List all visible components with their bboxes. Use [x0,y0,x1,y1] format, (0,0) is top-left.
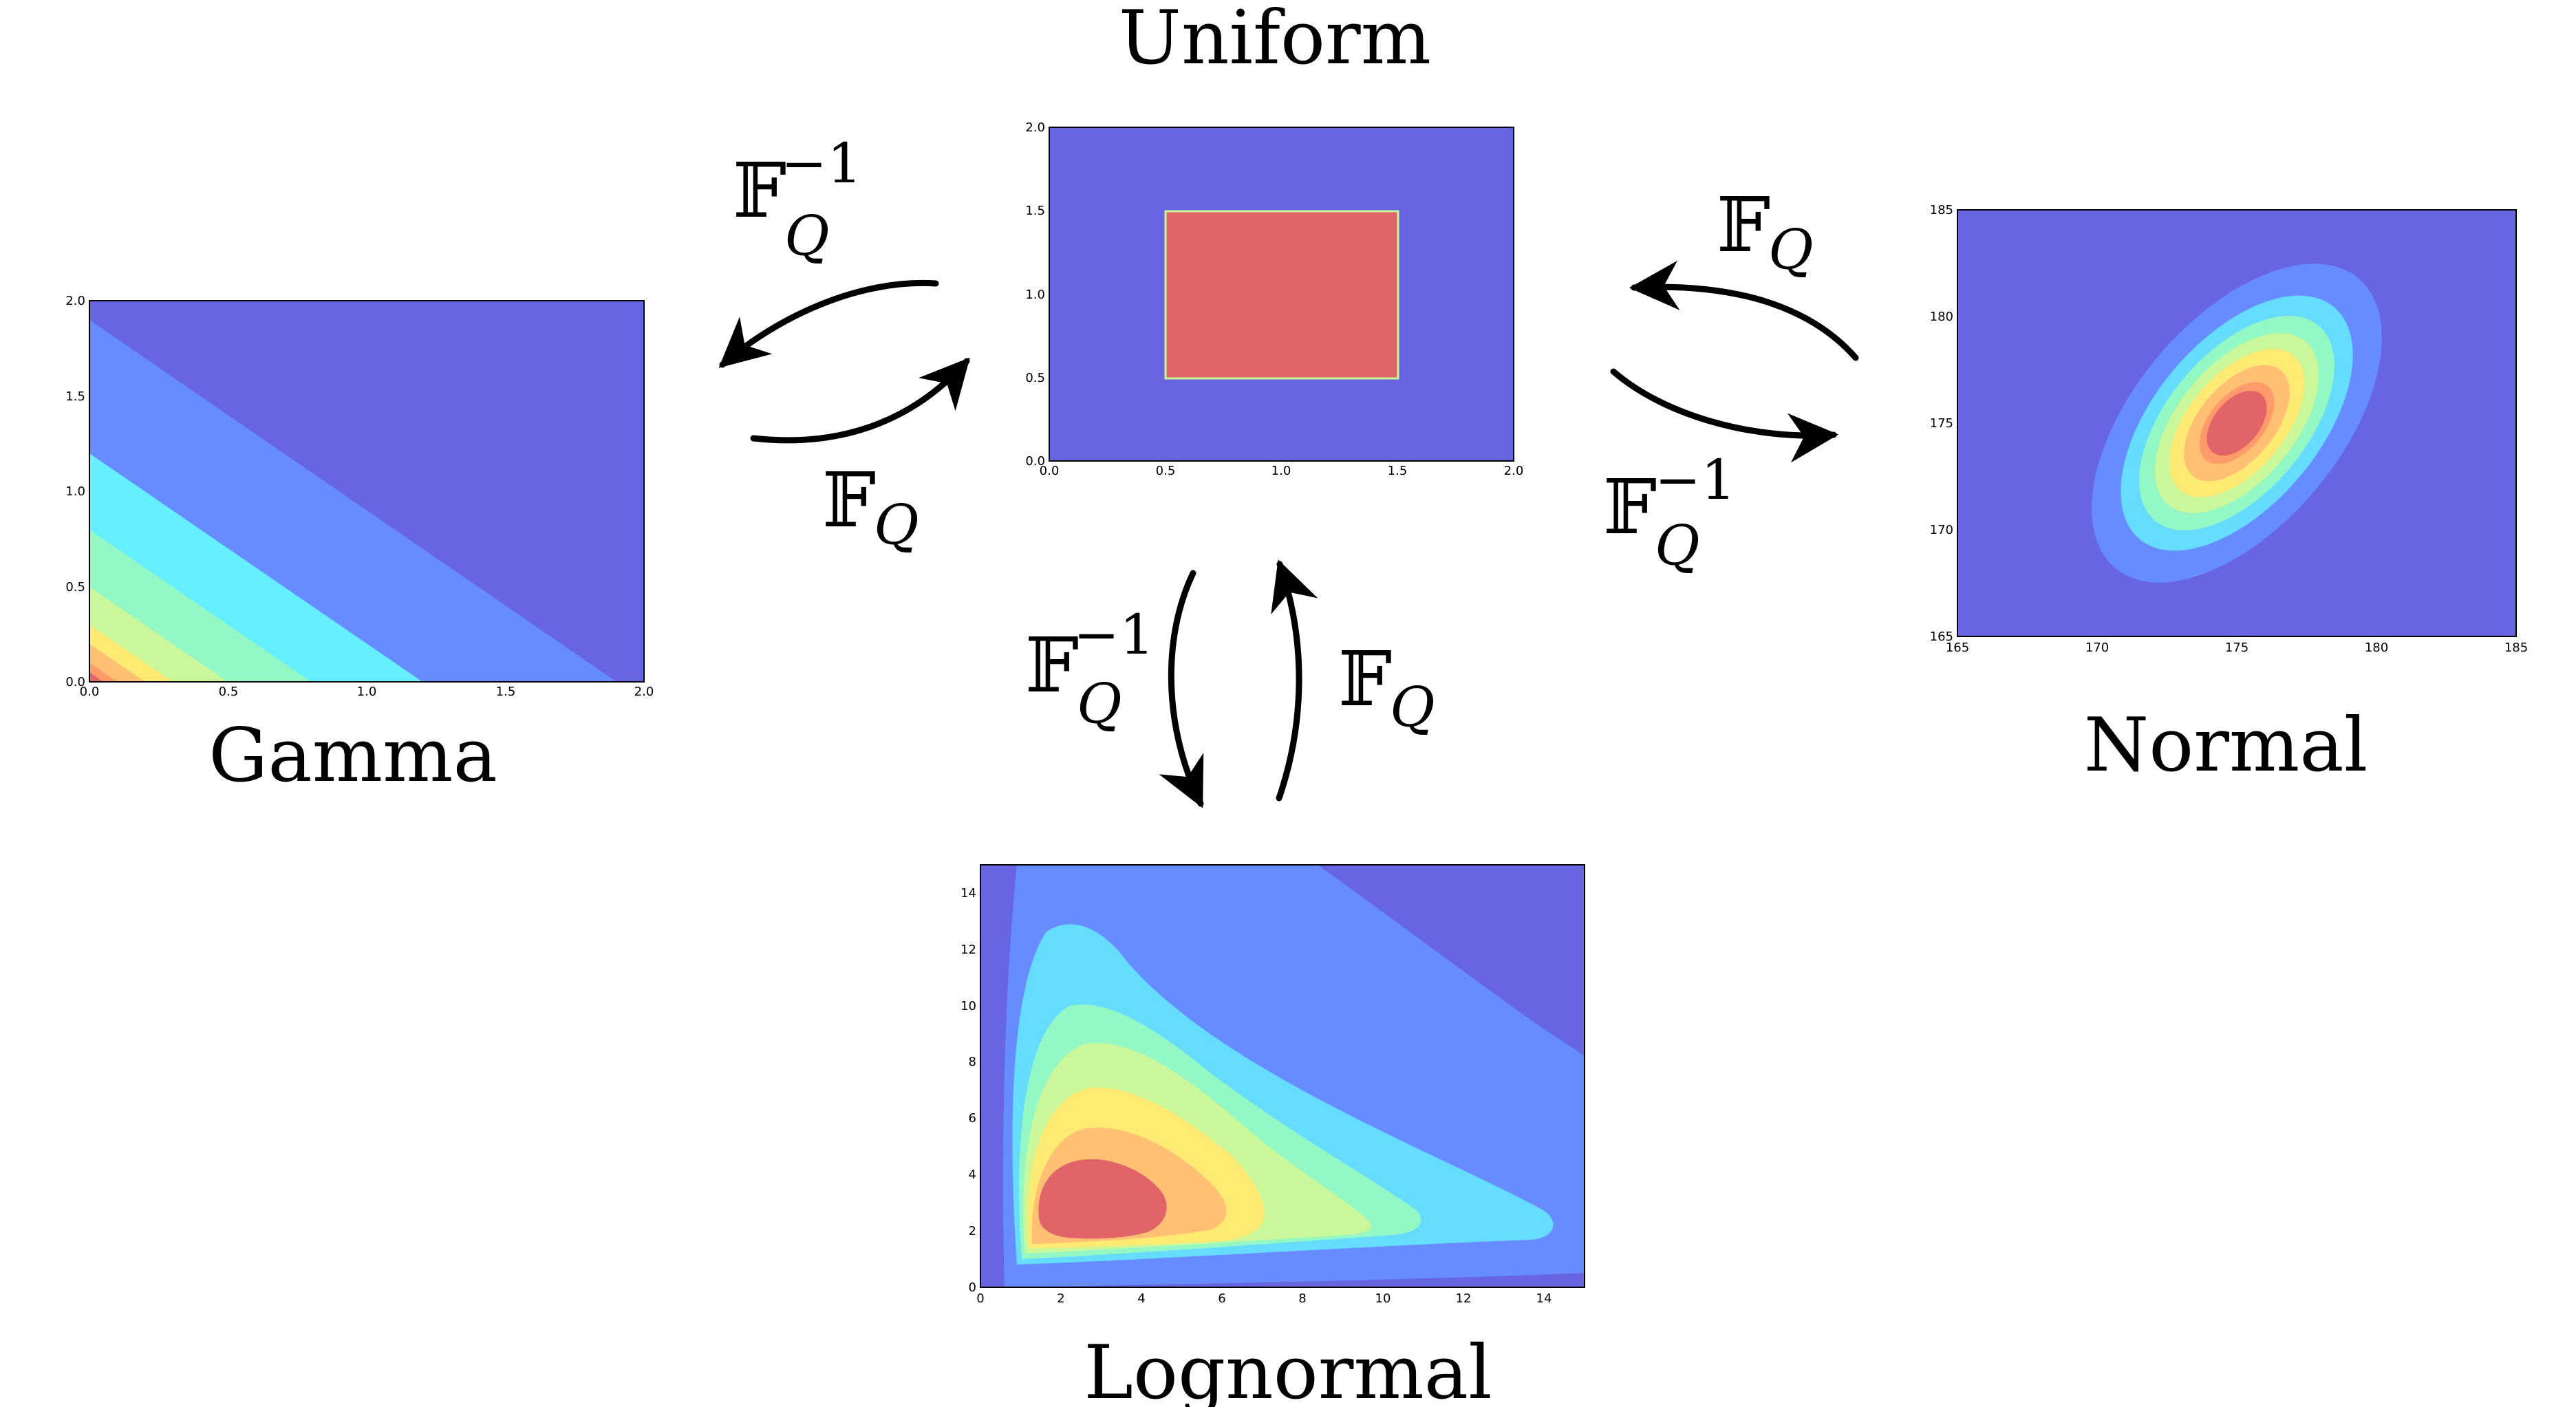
operator-inverse-bottom-right: 𝔽 Q −1 [1603,448,1736,577]
uniform-xtick-label: 2.0 [1504,464,1524,478]
uniform-xtick-label: 0.5 [1156,464,1176,478]
arrow-lognormal-to-uniform [1271,559,1318,802]
operator-symbol: 𝔽 [733,147,786,235]
lognormal-xtick-label: 6 [1218,1291,1225,1306]
uniform-xtick-label: 1.0 [1271,464,1291,478]
gamma-xtick-label: 0.5 [219,685,239,699]
uniform-plot: 0.0 0.5 1.0 1.5 2.0 0.0 0.5 1.0 1.5 2.0 [1025,120,1523,478]
uniform-support-region [1164,210,1399,380]
uniform-xtick-label: 0.0 [1040,464,1060,478]
normal-ytick-label: 180 [1930,310,1953,324]
lognormal-ytick-label: 10 [960,999,976,1013]
operator-superscript: −1 [1073,603,1155,667]
operator-inverse-left-middle: 𝔽 Q −1 [1025,603,1155,735]
lognormal-ytick-label: 4 [969,1168,976,1182]
uniform-title: Uniform [1119,0,1431,81]
gamma-ytick-label: 0.5 [65,580,85,594]
gamma-title: Gamma [208,713,497,799]
normal-xtick-label: 175 [2225,641,2248,655]
normal-ytick-label: 185 [1930,203,1953,217]
uniform-x-ticks: 0.0 0.5 1.0 1.5 2.0 [1040,464,1524,478]
gamma-ytick-label: 0.0 [65,675,85,689]
uniform-ytick-label: 1.0 [1025,288,1045,302]
lognormal-ytick-label: 0 [969,1280,976,1295]
arrow-uniform-to-lognormal [1159,570,1204,808]
lognormal-xtick-label: 2 [1057,1291,1064,1306]
uniform-ytick-label: 0.0 [1025,454,1045,469]
normal-level-8 [2207,390,2267,456]
operator-subscript: Q [1655,513,1700,577]
lognormal-xtick-label: 14 [1536,1291,1552,1306]
gamma-axes-frame [89,300,645,683]
normal-xtick-label: 180 [2365,641,2388,655]
gamma-ytick-label: 1.5 [65,389,85,404]
lognormal-level-7 [1038,1159,1167,1239]
normal-xtick-label: 185 [2504,641,2528,655]
gamma-plot: 0.0 0.5 1.0 1.5 2.0 0.0 0.5 1.0 1.5 2.0 [65,294,654,699]
operator-superscript: −1 [781,131,862,195]
lognormal-ytick-label: 8 [969,1055,976,1069]
gamma-ytick-label: 2.0 [65,294,85,308]
lognormal-plot: 0 2 4 6 8 10 12 14 0 2 4 6 8 10 12 14 [960,864,1585,1306]
operator-symbol: 𝔽 [822,456,876,544]
uniform-ytick-label: 0.5 [1025,371,1045,385]
normal-axes-frame [1957,209,2517,637]
gamma-xtick-label: 2.0 [634,685,654,699]
normal-xtick-label: 170 [2085,641,2109,655]
lognormal-ytick-label: 12 [960,943,976,957]
lognormal-x-ticks: 0 2 4 6 8 10 12 14 [976,1291,1552,1306]
normal-ytick-label: 170 [1930,523,1953,537]
operator-symbol: 𝔽 [1603,463,1657,551]
operator-subscript: Q [784,204,830,268]
arrow-uniform-to-gamma [718,279,939,368]
operator-forward-bottom-left: 𝔽 Q [822,456,919,557]
operator-symbol: 𝔽 [1025,621,1079,709]
operator-inverse-top-left: 𝔽 Q −1 [733,131,862,268]
lognormal-title: Lognormal [1084,1330,1492,1407]
normal-ytick-label: 165 [1930,630,1953,644]
operator-subscript: Q [1390,675,1435,739]
lognormal-xtick-label: 4 [1137,1291,1145,1306]
lognormal-xtick-label: 8 [1298,1291,1306,1306]
normal-y-ticks: 165 170 175 180 185 [1930,203,1953,644]
gamma-xtick-label: 0.0 [80,685,100,699]
lognormal-xtick-label: 0 [976,1291,984,1306]
operator-subscript: Q [1768,217,1814,281]
operator-symbol: 𝔽 [1338,635,1392,723]
operator-subscript: Q [1077,672,1122,735]
uniform-ytick-label: 1.5 [1025,204,1045,218]
uniform-axes-frame [1049,127,1514,462]
gamma-y-ticks: 0.0 0.5 1.0 1.5 2.0 [65,294,85,689]
uniform-ytick-label: 2.0 [1025,120,1045,135]
lognormal-xtick-label: 10 [1375,1291,1391,1306]
gamma-xtick-label: 1.5 [496,685,516,699]
operator-superscript: −1 [1655,448,1736,512]
transform-arrows [718,260,1859,808]
lognormal-y-ticks: 0 2 4 6 8 10 12 14 [960,886,976,1295]
lognormal-xtick-label: 12 [1456,1291,1472,1306]
lognormal-ytick-label: 2 [969,1224,976,1238]
uniform-y-ticks: 0.0 0.5 1.0 1.5 2.0 [1025,120,1045,469]
operator-forward-top-right: 𝔽 Q [1717,181,1814,281]
gamma-ytick-label: 1.0 [65,484,85,499]
lognormal-axes-frame [980,864,1585,1288]
normal-x-ticks: 165 170 175 180 185 [1946,641,2528,655]
lognormal-ytick-label: 14 [960,886,976,901]
arrow-uniform-to-normal [1610,368,1839,463]
operator-subscript: Q [874,493,919,557]
gamma-level-8 [89,672,103,682]
operator-forward-right-middle: 𝔽 Q [1338,635,1435,739]
operator-symbol: 𝔽 [1717,181,1770,269]
arrow-gamma-to-uniform [750,357,970,444]
uniform-xtick-label: 1.5 [1388,464,1408,478]
gamma-x-ticks: 0.0 0.5 1.0 1.5 2.0 [80,685,654,699]
gamma-xtick-label: 1.0 [357,685,377,699]
normal-xtick-label: 165 [1946,641,1969,655]
normal-ytick-label: 175 [1930,416,1953,431]
normal-title: Normal [2084,702,2368,788]
normal-plot: 165 170 175 180 185 165 170 175 180 185 [1930,203,2529,655]
arrow-normal-to-uniform [1629,260,1859,361]
lognormal-ytick-label: 6 [969,1111,976,1126]
